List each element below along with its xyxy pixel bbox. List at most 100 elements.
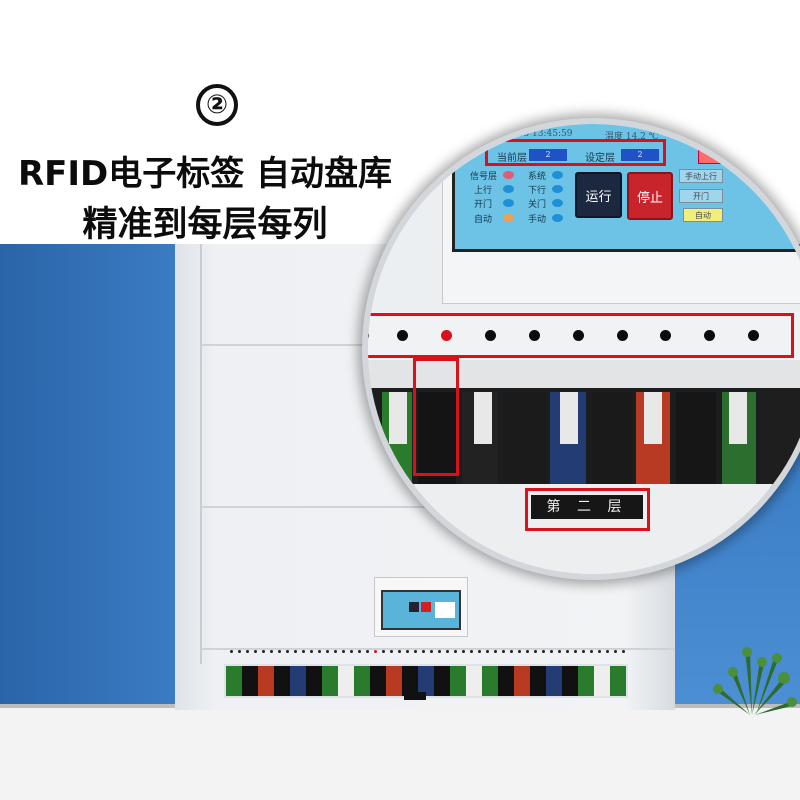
rfid-dot bbox=[485, 330, 496, 341]
cabinet-rail-dot bbox=[590, 650, 593, 653]
folder-tag bbox=[560, 392, 578, 444]
shelf-folder bbox=[418, 666, 434, 696]
cabinet-rail-dot bbox=[230, 650, 233, 653]
shelf-folder bbox=[546, 666, 562, 696]
cabinet-rail-dot bbox=[358, 650, 361, 653]
cabinet-rail-dot bbox=[566, 650, 569, 653]
folder-tag bbox=[389, 392, 407, 444]
panel-stop-button bbox=[421, 602, 431, 612]
shelf-folder bbox=[402, 666, 418, 696]
manual-up-button[interactable]: 手动上行 bbox=[679, 169, 723, 183]
alarm-button[interactable] bbox=[698, 150, 728, 164]
rfid-dot bbox=[573, 330, 584, 341]
cabinet-rail-dot bbox=[518, 650, 521, 653]
indicator-lamp-icon bbox=[503, 185, 514, 193]
layer-label: 第 二 层 bbox=[531, 495, 643, 519]
panel-side-buttons bbox=[435, 602, 455, 618]
cabinet-rail-dot bbox=[262, 650, 265, 653]
cabinet-rail-dot bbox=[494, 650, 497, 653]
cabinet-rail-dot bbox=[542, 650, 545, 653]
cabinet-rail-dot bbox=[334, 650, 337, 653]
folder-tag bbox=[644, 392, 662, 444]
rfid-dot bbox=[704, 330, 715, 341]
stop-button[interactable]: 停止 bbox=[627, 172, 673, 220]
cabinet-rail-dot bbox=[310, 650, 313, 653]
cabinet-rail-dot bbox=[550, 650, 553, 653]
set-layer-label: 设定层 bbox=[585, 153, 615, 164]
screen-datetime: 2021/1/13 13:45:59 bbox=[483, 129, 573, 139]
rfid-dot bbox=[529, 330, 540, 341]
cabinet-rail-dot bbox=[598, 650, 601, 653]
cabinet-rail-dot bbox=[254, 650, 257, 653]
indicator-label: 信号层 bbox=[470, 172, 498, 182]
blue-wall-left bbox=[0, 244, 178, 714]
cabinet-rail-dot bbox=[430, 650, 433, 653]
indicator-lamp-icon bbox=[552, 214, 563, 222]
shelf-folder bbox=[610, 666, 626, 696]
shelf-folder bbox=[594, 666, 610, 696]
run-button[interactable]: 运行 bbox=[575, 172, 622, 218]
file-folder bbox=[760, 392, 800, 488]
shelf-folder bbox=[530, 666, 546, 696]
shelf-folder bbox=[290, 666, 306, 696]
cabinet-rail-dot bbox=[318, 650, 321, 653]
control-panel-screen[interactable] bbox=[381, 590, 461, 630]
cabinet-rail-dot bbox=[422, 650, 425, 653]
shelf-folder bbox=[338, 666, 354, 696]
shelf-folder bbox=[482, 666, 498, 696]
indicator-lamp-icon bbox=[503, 171, 514, 179]
rfid-dot bbox=[748, 330, 759, 341]
rfid-dot bbox=[617, 330, 628, 341]
file-folder bbox=[592, 392, 632, 488]
cabinet-rail-dot bbox=[270, 650, 273, 653]
file-folder bbox=[504, 392, 546, 488]
cabinet-rail-dot bbox=[294, 650, 297, 653]
cabinet-shelf-tag bbox=[404, 692, 426, 700]
layer-highlight-box bbox=[485, 139, 666, 166]
control-panel[interactable] bbox=[374, 577, 468, 637]
cabinet-rail-dot bbox=[406, 650, 409, 653]
cabinet-rail-dot bbox=[326, 650, 329, 653]
cabinet-rail-dot bbox=[502, 650, 505, 653]
rfid-dot bbox=[397, 330, 408, 341]
indicator-lamp-icon bbox=[552, 199, 563, 207]
set-layer-value[interactable]: 2 bbox=[621, 149, 659, 161]
cabinet-rail-dot bbox=[606, 650, 609, 653]
indicator-label: 手动 bbox=[528, 215, 547, 225]
cabinet-rail-dot bbox=[510, 650, 513, 653]
cabinet-rail-dot bbox=[238, 650, 241, 653]
cabinet-rail-dot bbox=[342, 650, 345, 653]
current-layer-label: 当前层 bbox=[497, 153, 527, 164]
indicator-label: 开门 bbox=[474, 200, 493, 210]
cabinet-rail-dot bbox=[526, 650, 529, 653]
cabinet-rail-dot bbox=[286, 650, 289, 653]
cabinet-rail-dot bbox=[398, 650, 401, 653]
shelf-folder bbox=[450, 666, 466, 696]
shelf-folder bbox=[226, 666, 242, 696]
cabinet-rail-dot bbox=[478, 650, 481, 653]
cabinet-rail-dot bbox=[350, 650, 353, 653]
current-layer-value: 2 bbox=[529, 149, 567, 161]
screen-temperature: 温度 14.2 ℃ bbox=[605, 132, 659, 142]
indicator-label: 自动 bbox=[474, 215, 493, 225]
rfid-rail bbox=[368, 312, 800, 360]
shelf-folder bbox=[386, 666, 402, 696]
layer-label-highlight-box bbox=[525, 488, 650, 531]
rfid-row-highlight-box bbox=[368, 313, 794, 358]
indicator-lamp-icon bbox=[503, 214, 514, 222]
cabinet-rail-dot bbox=[302, 650, 305, 653]
shelf-folder bbox=[306, 666, 322, 696]
open-door-button[interactable]: 开门 bbox=[679, 189, 723, 203]
cabinet-rail-dot bbox=[558, 650, 561, 653]
cabinet-shelf bbox=[224, 664, 628, 698]
cabinet-rail-dot bbox=[382, 650, 385, 653]
shelf-folder bbox=[562, 666, 578, 696]
shelf-folder bbox=[434, 666, 450, 696]
cabinet-rail-dot bbox=[246, 650, 249, 653]
auto-button[interactable]: 自动 bbox=[683, 208, 723, 222]
magnifier-lens: 2021/1/13 13:45:59 温度 14.2 ℃ 当前层 2 设定层 2… bbox=[368, 124, 800, 574]
shelf-front bbox=[368, 360, 800, 390]
cabinet-rail-dot bbox=[574, 650, 577, 653]
cabinet-rail-dot bbox=[486, 650, 489, 653]
cabinet-rail-dot bbox=[534, 650, 537, 653]
